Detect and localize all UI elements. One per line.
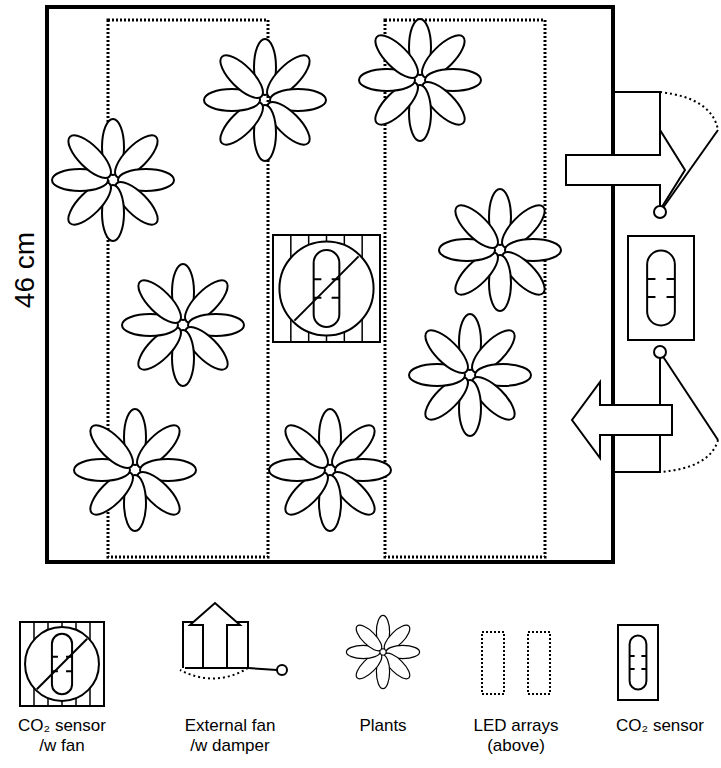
legend-text: CO₂ sensor /w fan <box>12 716 112 755</box>
plant <box>74 409 196 531</box>
legend-text: LED arrays (above) <box>468 716 564 755</box>
co2-sensor <box>628 236 694 340</box>
plant <box>359 19 481 141</box>
plant <box>409 314 531 436</box>
dimension-label: 46 cm <box>9 232 41 308</box>
legend-fan-icon <box>180 603 287 679</box>
plant <box>204 39 326 161</box>
legend-text: External fan /w damper <box>178 716 282 755</box>
external-fan <box>566 92 718 218</box>
plant <box>346 615 419 688</box>
plant <box>439 189 561 311</box>
legend-text: Plants <box>338 716 428 736</box>
legend-text: CO₂ sensor <box>605 716 715 736</box>
plant <box>122 264 244 386</box>
chamber-wall <box>47 7 613 562</box>
co2-sensor-with-fan <box>273 235 380 342</box>
legend-led-icon <box>482 632 550 694</box>
plant <box>52 119 174 241</box>
external-fan <box>572 346 718 472</box>
co2-sensor-with-fan <box>20 622 104 706</box>
plant <box>269 409 391 531</box>
co2-sensor <box>618 625 658 700</box>
